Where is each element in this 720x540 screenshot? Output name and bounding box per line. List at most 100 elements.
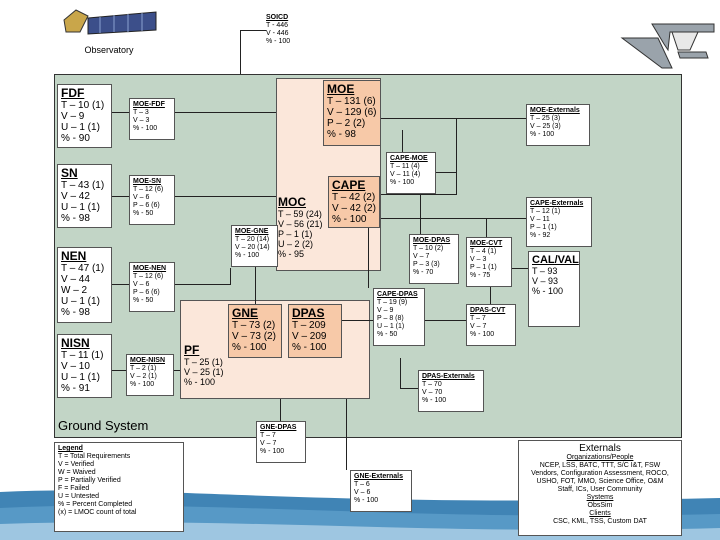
connector-line xyxy=(240,30,266,31)
moe-sn-row: V – 6 xyxy=(133,194,150,201)
legend-row: T = Total Requirements xyxy=(58,453,131,460)
gne-dpas-title: GNE-DPAS xyxy=(260,424,297,431)
moe-nisn-row: % - 100 xyxy=(130,381,155,388)
dpas-box: DPAS T – 209 V – 209 % - 100 xyxy=(288,304,342,358)
externals-systems-title: Systems xyxy=(586,494,614,501)
cape-dpas-row: T – 19 (9) xyxy=(377,299,408,306)
cape-dpas-row: P – 8 (8) xyxy=(377,315,404,322)
dpas-cvt-row: % - 100 xyxy=(470,331,495,338)
legend-row: V = Verified xyxy=(58,461,94,468)
pf-row: % - 100 xyxy=(184,377,216,387)
moe-cvt-row: V – 3 xyxy=(470,256,487,263)
soicd-row: V - 446 xyxy=(266,30,289,37)
logo xyxy=(618,10,718,70)
moe-nisn-box: MOE-NISN T – 2 (1) V – 2 (1) % - 100 xyxy=(126,354,174,396)
cape-externals-box: CAPE-Externals T – 12 (1) V – 11 P – 1 (… xyxy=(526,197,592,247)
moe-row: V – 129 (6) xyxy=(327,107,377,118)
nen-row: T – 47 (1) xyxy=(61,263,105,274)
moe-dpas-row: V – 7 xyxy=(413,253,430,260)
moe-cvt-row: % - 75 xyxy=(470,272,491,279)
externals-row: Staff, ICs, User Community xyxy=(557,486,643,493)
sn-title: SN xyxy=(61,166,78,180)
gne-externals-box: GNE-Externals T – 6 V – 6 % - 100 xyxy=(350,470,412,512)
connector-line xyxy=(486,218,487,237)
externals-row: NCEP, LSS, BATC, TTT, S/C I&T, FSW xyxy=(539,462,661,469)
gne-title: GNE xyxy=(232,306,259,320)
dpas-row: T – 209 xyxy=(292,320,326,331)
moe-title: MOE xyxy=(327,82,355,96)
pf-row: T – 25 (1) xyxy=(184,357,223,367)
cape-row: % - 100 xyxy=(332,214,367,225)
gne-row: T – 73 (2) xyxy=(232,320,276,331)
cape-box: CAPE T – 42 (2) V – 42 (2) % - 100 xyxy=(328,176,380,228)
moe-externals-row: V – 25 (3) xyxy=(530,123,561,130)
moc-row: P – 1 (1) xyxy=(278,229,313,239)
legend-box: Legend T = Total Requirements V = Verifi… xyxy=(54,442,184,532)
fdf-row: U – 1 (1) xyxy=(61,122,100,133)
dpas-cvt-title: DPAS-CVT xyxy=(470,307,506,314)
moe-externals-title: MOE-Externals xyxy=(530,107,580,114)
gne-dpas-row: V – 7 xyxy=(260,440,277,447)
dpas-title: DPAS xyxy=(292,306,325,320)
nen-row: W – 2 xyxy=(61,285,88,296)
dpas-cvt-row: T – 7 xyxy=(470,315,486,322)
pf-row: V – 25 (1) xyxy=(184,367,224,377)
moe-fdf-row: V – 3 xyxy=(133,117,150,124)
cape-externals-row: P – 1 (1) xyxy=(530,224,557,231)
gne-externals-row: V – 6 xyxy=(354,489,371,496)
dpas-externals-row: T – 70 xyxy=(422,381,442,388)
dpas-row: % - 100 xyxy=(292,342,327,353)
moe-nen-row: V – 6 xyxy=(133,281,150,288)
moe-sn-row: P – 6 (6) xyxy=(133,202,160,209)
moe-cvt-row: T – 4 (1) xyxy=(470,248,497,255)
cape-externals-row: % - 92 xyxy=(530,232,551,239)
gne-dpas-box: GNE-DPAS T – 7 V – 7 % - 100 xyxy=(256,421,306,463)
moe-gne-row: V – 20 (14) xyxy=(235,244,270,251)
connector-line xyxy=(381,118,526,119)
cape-moe-row: % - 100 xyxy=(390,179,415,186)
gne-externals-title: GNE-Externals xyxy=(354,473,404,480)
cape-row: T – 42 (2) xyxy=(332,192,376,203)
connector-line xyxy=(368,228,369,288)
legend-row: F = Failed xyxy=(58,485,90,492)
dpas-row: V – 209 xyxy=(292,331,327,342)
calval-title: CAL/VAL xyxy=(532,254,579,266)
satellite-icon xyxy=(63,9,157,35)
connector-line xyxy=(112,370,126,371)
gne-dpas-row: T – 7 xyxy=(260,432,276,439)
fdf-title: FDF xyxy=(61,86,85,100)
externals-box: Externals Organizations/People NCEP, LSS… xyxy=(518,440,682,536)
connector-line xyxy=(230,268,231,285)
moe-gne-title: MOE-GNE xyxy=(235,228,269,235)
connector-line xyxy=(255,267,256,304)
legend-row: % = Percent Completed xyxy=(58,501,133,508)
connector-line xyxy=(175,284,230,285)
connector-line xyxy=(381,194,456,195)
nen-title: NEN xyxy=(61,249,87,263)
externals-client: CSC, KML, TSS, Custom DAT xyxy=(553,518,647,525)
moe-nen-row: T – 12 (6) xyxy=(133,273,164,280)
pf-label: PF T – 25 (1) V – 25 (1) % - 100 xyxy=(184,344,236,388)
calval-row: V – 93 xyxy=(532,276,559,286)
soicd-title: SOICD xyxy=(266,14,289,21)
connector-line xyxy=(174,370,180,371)
moe-fdf-title: MOE-FDF xyxy=(133,101,165,108)
gne-row: V – 73 (2) xyxy=(232,331,276,342)
moe-dpas-box: MOE-DPAS T – 10 (2) V – 7 P – 3 (3) % - … xyxy=(409,234,459,284)
moe-cvt-title: MOE-CVT xyxy=(470,240,503,247)
nisn-row: T – 11 (1) xyxy=(61,350,104,361)
fdf-box: FDF T – 10 (1) V – 9 U – 1 (1) % - 90 xyxy=(57,84,112,148)
cape-externals-row: V – 11 xyxy=(530,216,550,223)
moe-externals-box: MOE-Externals T – 25 (3) V – 25 (3) % - … xyxy=(526,104,590,146)
connector-line xyxy=(346,399,347,470)
connector-line xyxy=(512,268,528,269)
connector-line xyxy=(400,388,418,389)
nisn-row: U – 1 (1) xyxy=(61,372,100,383)
externals-clients-title: Clients xyxy=(589,510,611,517)
calval-row: T – 93 xyxy=(532,266,558,276)
moe-sn-title: MOE-SN xyxy=(133,178,161,185)
fdf-row: T – 10 (1) xyxy=(61,100,105,111)
cape-externals-title: CAPE-Externals xyxy=(530,200,584,207)
connector-line xyxy=(436,172,456,173)
fdf-row: % - 90 xyxy=(61,133,90,144)
